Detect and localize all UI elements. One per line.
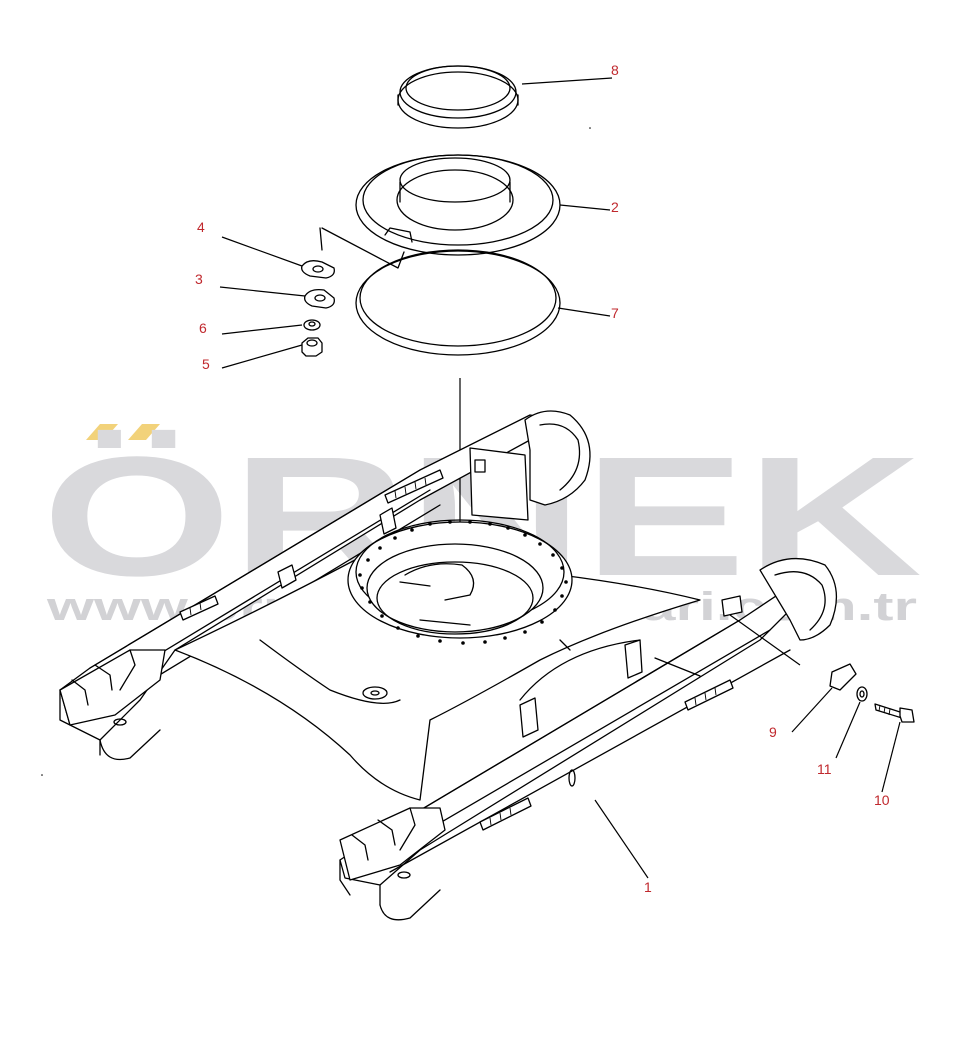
ring-bolt-holes xyxy=(358,520,568,645)
part-5-nut xyxy=(301,337,323,357)
callout-4: 4 xyxy=(197,219,205,235)
callout-1: 1 xyxy=(644,879,652,895)
callouts: 8 2 7 4 3 6 5 1 9 11 10 xyxy=(195,62,890,895)
part-1-track-frame xyxy=(59,410,838,921)
callout-3: 3 xyxy=(195,271,203,287)
callout-10: 10 xyxy=(874,792,890,808)
part-4-plate xyxy=(301,260,335,279)
callout-8: 8 xyxy=(611,62,619,78)
callout-9: 9 xyxy=(769,724,777,740)
callout-2: 2 xyxy=(611,199,619,215)
callout-6: 6 xyxy=(199,320,207,336)
callout-5: 5 xyxy=(202,356,210,372)
part-10-bolt xyxy=(874,703,915,723)
watermark-accent-right xyxy=(128,424,160,440)
watermark-accent-left xyxy=(86,424,118,440)
leader-lines xyxy=(219,77,901,879)
part-11-washer xyxy=(856,686,868,702)
part-6-washer xyxy=(303,319,321,331)
callout-7: 7 xyxy=(611,305,619,321)
callout-11: 11 xyxy=(817,761,832,777)
part-7-oring xyxy=(355,249,561,356)
part-9-plate xyxy=(829,663,857,691)
part-2-flange xyxy=(355,154,561,256)
part-8-seal xyxy=(397,65,519,129)
part-3-plate xyxy=(304,288,335,309)
